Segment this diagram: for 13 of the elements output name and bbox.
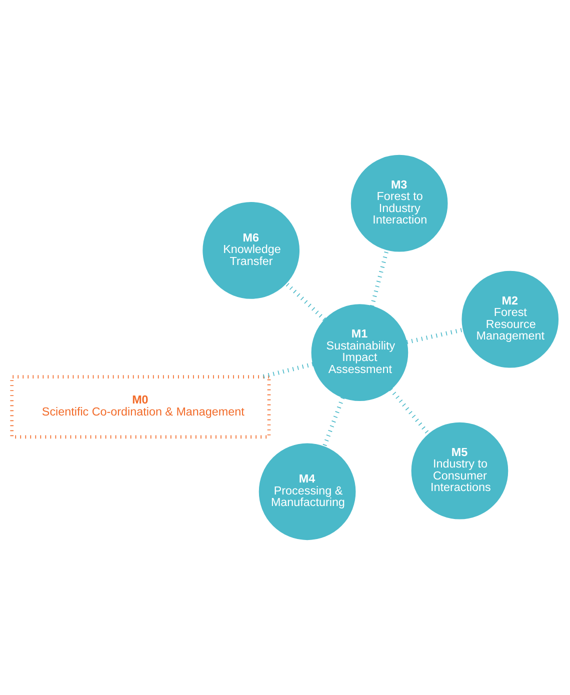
connector (370, 249, 389, 307)
node-circle: M6 Knowledge Transfer (202, 202, 300, 299)
node-circle: M1 Sustainability Impact Assessment (311, 304, 408, 402)
connector (284, 282, 326, 321)
node-circle: M3 Forest to Industry Interaction (350, 154, 448, 252)
node-circle: M5 Industry to Consumer Interactions (411, 422, 508, 520)
connector (261, 362, 314, 379)
connector (406, 328, 464, 344)
node-circle: M2 Forest Resource Management (462, 270, 559, 368)
node-box: M0 Scientific Co-ordination & Management (10, 375, 271, 439)
node-circle: M4 Processing & Manufacturing (258, 443, 356, 540)
connector (389, 388, 430, 436)
connector (322, 397, 345, 448)
